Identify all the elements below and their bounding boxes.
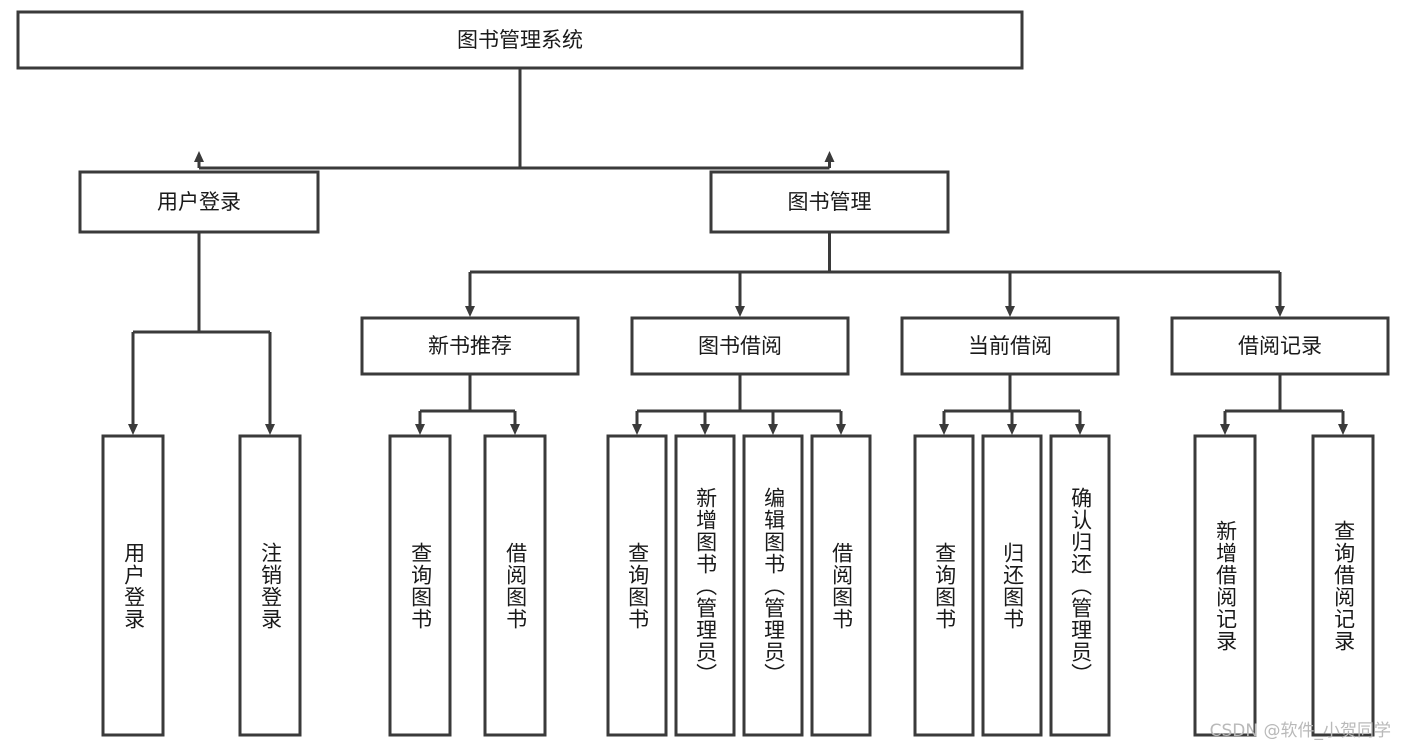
node-box-layer — [16, 10, 1390, 737]
node-new-book-recommend-label: 新书推荐 — [428, 334, 512, 358]
leaf-leaf-query-book-3[interactable] — [913, 434, 975, 737]
leaf-leaf-add-book-admin[interactable] — [674, 434, 736, 737]
node-book-manage-label: 图书管理 — [788, 190, 872, 214]
leaf-leaf-add-borrow-record[interactable] — [1193, 434, 1257, 737]
node-user-login-label: 用户登录 — [157, 190, 241, 214]
node-new-book-recommend[interactable] — [360, 316, 580, 376]
leaf-leaf-edit-book-admin[interactable] — [742, 434, 804, 737]
connector-layer — [128, 68, 1348, 435]
leaf-leaf-user-logout[interactable] — [238, 434, 302, 737]
leaf-leaf-return-book[interactable] — [981, 434, 1043, 737]
leaf-leaf-query-book-2[interactable] — [606, 434, 668, 737]
leaf-leaf-query-book-1[interactable] — [388, 434, 452, 737]
node-book-manage[interactable] — [709, 170, 950, 234]
leaf-leaf-query-borrow-record[interactable] — [1311, 434, 1375, 737]
leaf-leaf-borrow-book-1[interactable] — [483, 434, 547, 737]
node-book-borrow-label: 图书借阅 — [698, 334, 782, 358]
leaf-leaf-borrow-book-2[interactable] — [810, 434, 872, 737]
node-root[interactable] — [16, 10, 1024, 70]
leaf-leaf-confirm-return-admin[interactable] — [1049, 434, 1111, 737]
node-user-login[interactable] — [78, 170, 320, 234]
node-current-borrow[interactable] — [900, 316, 1120, 376]
node-borrow-record-label: 借阅记录 — [1238, 334, 1322, 358]
leaf-leaf-user-login[interactable] — [101, 434, 165, 737]
node-borrow-record[interactable] — [1170, 316, 1390, 376]
node-root-label: 图书管理系统 — [457, 28, 583, 52]
node-current-borrow-label: 当前借阅 — [968, 334, 1052, 358]
node-book-borrow[interactable] — [630, 316, 850, 376]
